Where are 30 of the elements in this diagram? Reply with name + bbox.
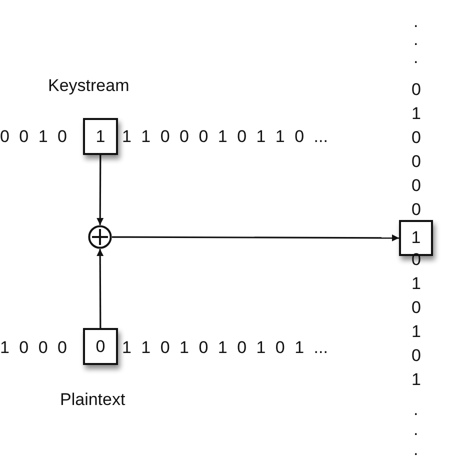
arrow [112,234,399,242]
bit-digit: 0 [412,128,421,148]
bit-digit: 0 [412,176,421,196]
bit-sequence: 1 1 0 1 0 1 0 1 0 1 ... [122,338,328,358]
bit-digit: 1 [412,274,421,294]
bit-sequence: 1 1 0 0 0 1 0 1 1 0 ... [122,127,328,147]
bit-digit: 1 [412,370,421,390]
bit-digit: 0 [412,152,421,172]
bit-digit: 1 [412,322,421,342]
arrow [96,155,104,225]
ellipsis-dot: . [414,30,418,50]
bit-box: 1 [399,220,433,256]
bit-digit: 1 [412,104,421,124]
heading-label: Plaintext [60,390,126,410]
ellipsis-dot: . [414,48,418,68]
bit-sequence: 0 0 1 0 [0,127,67,147]
bit-digit: 0 [412,298,421,318]
bit-sequence: 1 0 0 0 [0,338,67,358]
bit-digit: 0 [412,346,421,366]
heading-label: Keystream [48,76,130,96]
ellipsis-dot: . [414,12,418,32]
arrow [96,249,104,328]
ellipsis-dot: . [414,400,418,420]
bit-digit: 0 [412,200,421,220]
ellipsis-dot: . [414,420,418,440]
bit-box: 1 [83,118,118,155]
bit-digit: 0 [412,80,421,100]
ellipsis-dot: . [414,440,418,460]
bit-box: 0 [83,328,118,365]
xor-symbol [88,225,112,249]
